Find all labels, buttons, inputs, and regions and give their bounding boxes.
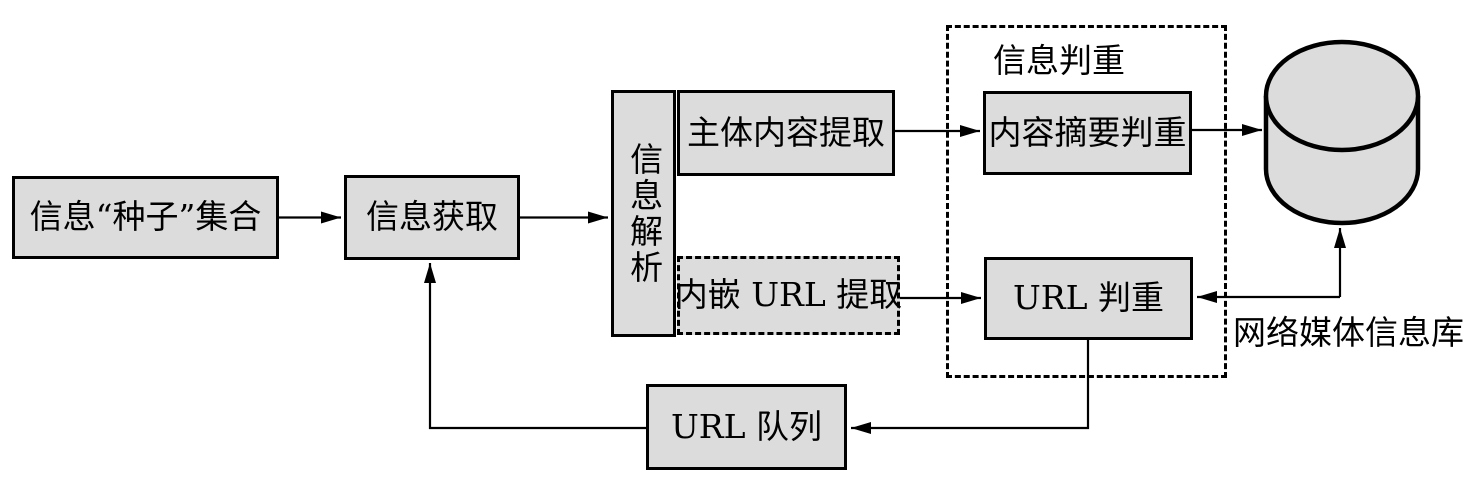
database-label: 网络媒体信息库 xyxy=(1233,313,1464,352)
group-info-dedup-label: 信息判重 xyxy=(993,41,1125,80)
node-main-content-extract-label: 主体内容提取 xyxy=(687,112,885,152)
node-url-dedup: URL 判重 xyxy=(984,257,1193,340)
node-embedded-url-extract: 内嵌 URL 提取 xyxy=(674,256,903,335)
node-info-fetch: 信息获取 xyxy=(344,175,520,260)
node-info-fetch-label: 信息获取 xyxy=(366,197,498,237)
edge-urlqueue-to-fetch xyxy=(424,263,646,430)
node-content-digest-dedup-label: 内容摘要判重 xyxy=(988,112,1187,152)
edge-urldedup-to-urlqueue xyxy=(851,340,1090,434)
node-url-queue-label: URL 队列 xyxy=(670,406,823,446)
node-content-digest-dedup: 内容摘要判重 xyxy=(983,91,1192,175)
node-url-queue: URL 队列 xyxy=(646,384,847,470)
node-info-parse-label: 信息解析 xyxy=(624,141,664,286)
node-info-parse: 信息解析 xyxy=(611,90,676,337)
node-embedded-url-extract-label: 内嵌 URL 提取 xyxy=(674,275,903,315)
database-cylinder-icon xyxy=(1263,39,1421,226)
node-seed-set-label: 信息“种子”集合 xyxy=(29,197,262,237)
node-main-content-extract: 主体内容提取 xyxy=(677,90,895,176)
node-url-dedup-label: URL 判重 xyxy=(1012,278,1165,318)
node-seed-set: 信息“种子”集合 xyxy=(12,176,279,259)
group-info-dedup: 信息判重 xyxy=(946,25,1227,378)
